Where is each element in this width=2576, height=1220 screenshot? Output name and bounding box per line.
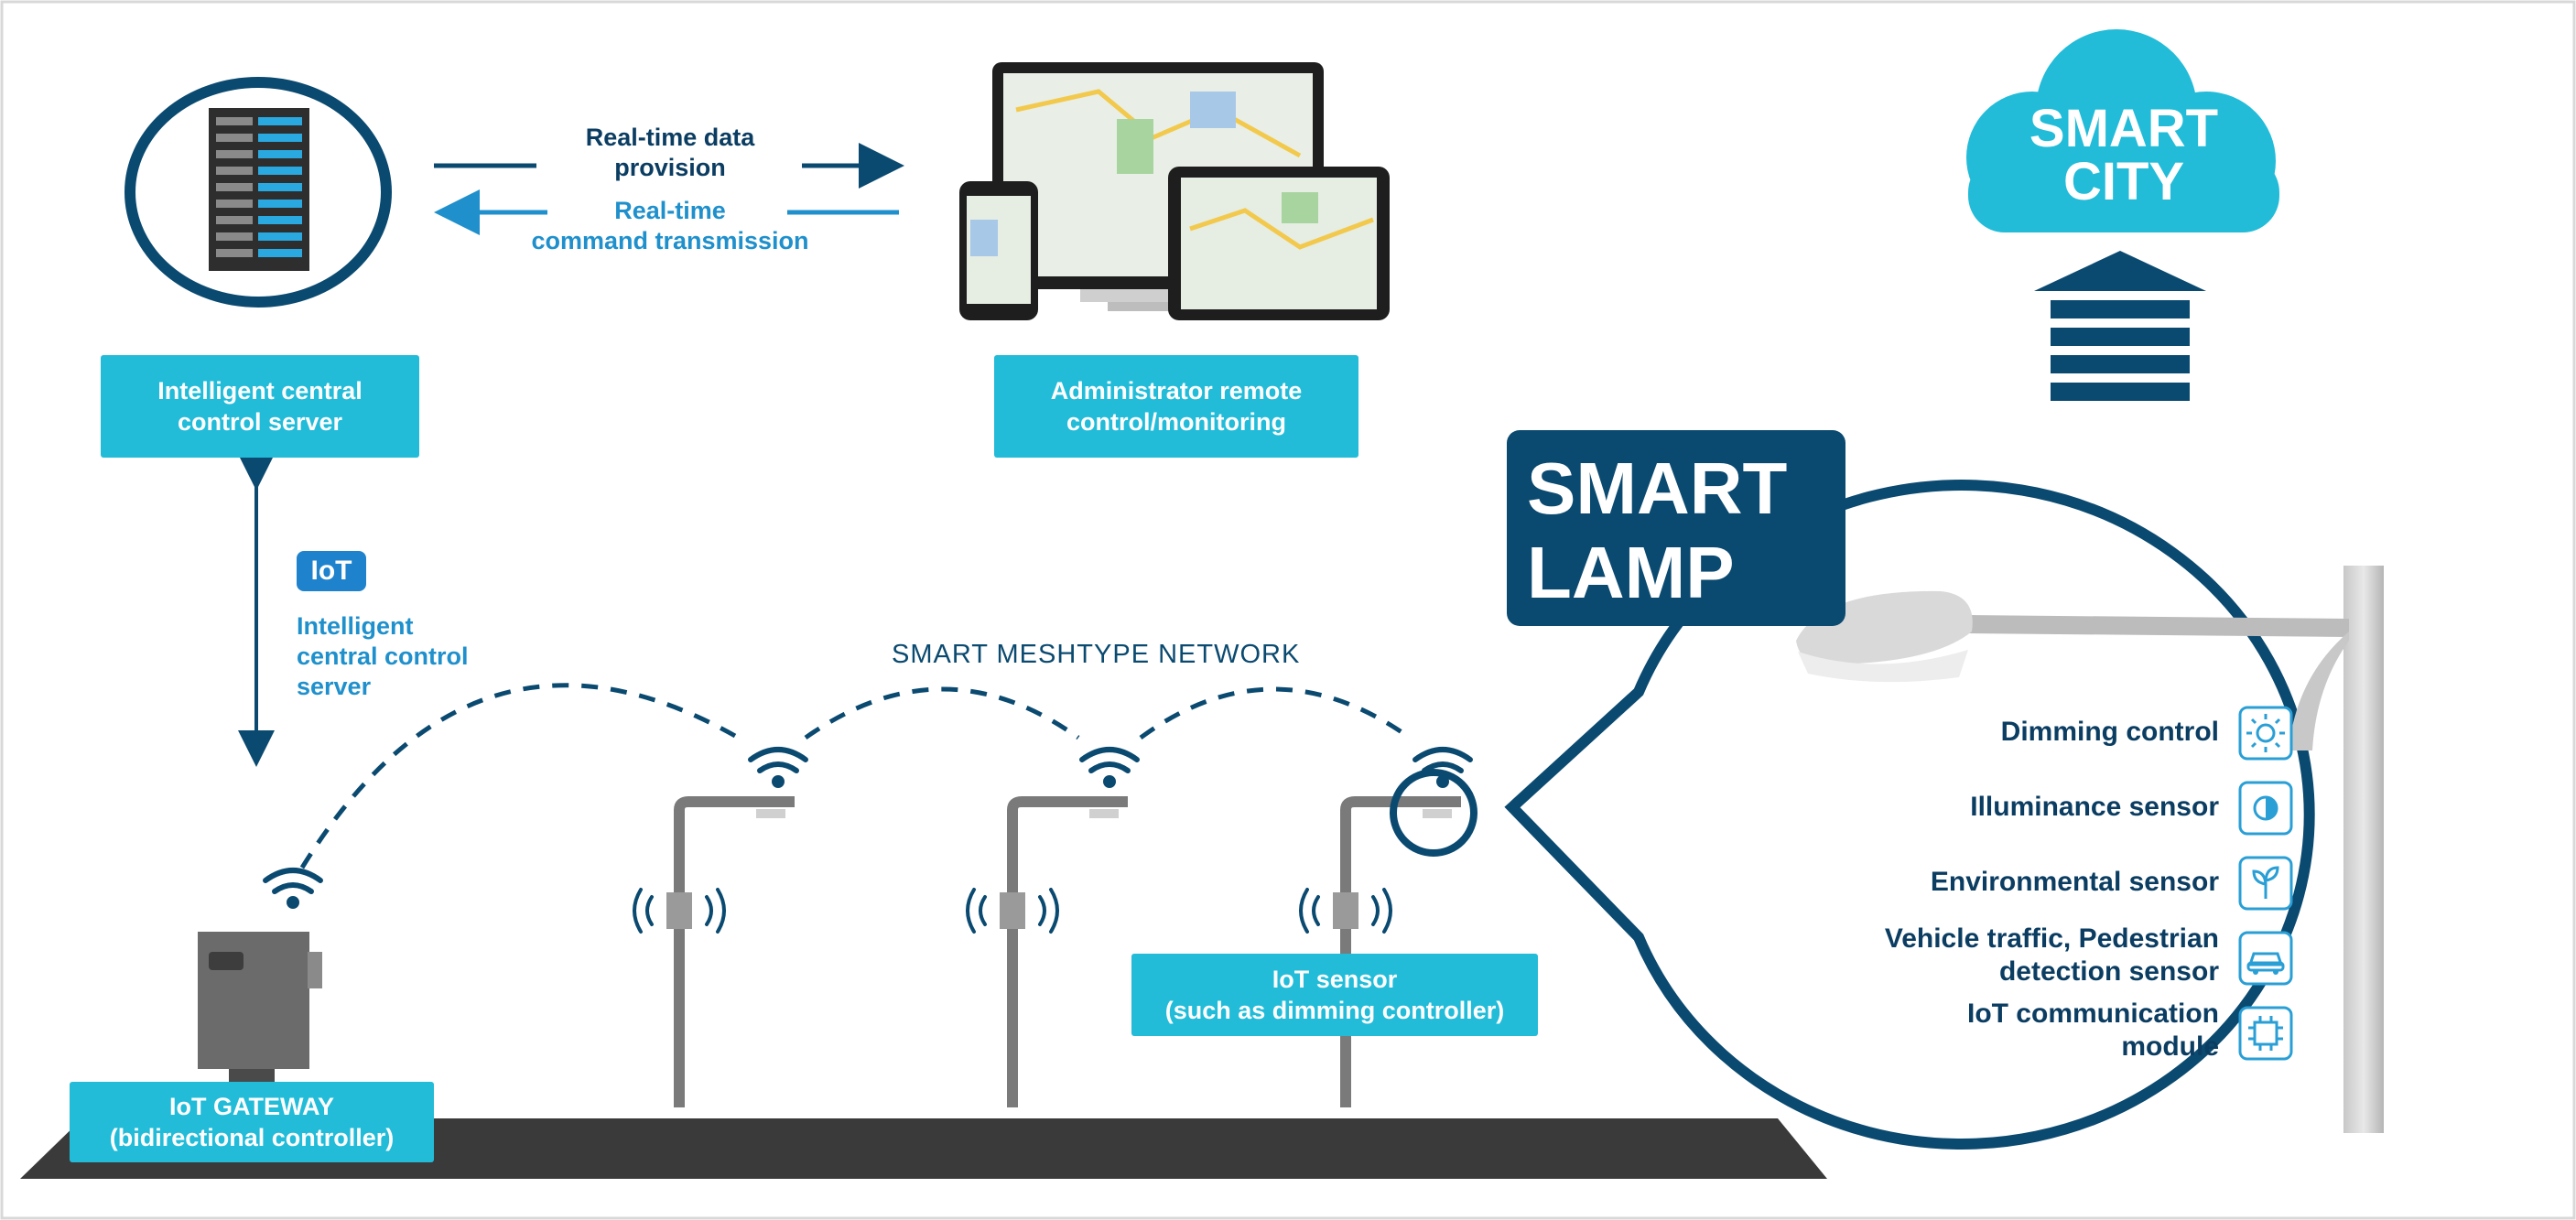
street-lamp-closeup <box>1796 566 2384 1133</box>
admin-monitoring-line1: Administrator remote <box>1050 377 1303 405</box>
smart-city-line1: SMART <box>2029 99 2219 158</box>
iot-side-line3: server <box>297 672 372 700</box>
feature-illuminance-sensor: Illuminance sensor <box>1743 791 2219 824</box>
smart-city-cloud-icon <box>1966 29 2279 232</box>
smart-lamp-panel <box>1507 430 1845 626</box>
iot-badge: IoT <box>297 551 366 591</box>
contrast-icon <box>2238 781 2293 836</box>
wifi-icon-lamp-2 <box>1079 747 1140 788</box>
data-provision-line1: Real-time data <box>585 124 755 151</box>
feature-traffic-detection: Vehicle traffic, Pedestrian detection se… <box>1743 923 2219 988</box>
smart-lamp-line1: SMART <box>1527 448 1788 529</box>
feature-environmental-sensor: Environmental sensor <box>1743 866 2219 899</box>
gateway-cabinet-icon <box>198 932 322 1118</box>
command-transmission-label: Real-time command transmission <box>513 196 828 256</box>
feature-dimming-control: Dimming control <box>1743 716 2219 749</box>
iot-sensor-line1: IoT sensor <box>1272 966 1398 993</box>
signal-waves-lamp-1 <box>633 888 726 934</box>
feature-iot-module-line2: module <box>2121 1031 2219 1062</box>
smart-city-label: SMART CITY <box>1968 103 2279 209</box>
feature-environmental-line1: Environmental sensor <box>1930 867 2219 897</box>
gateway-line1: IoT GATEWAY <box>168 1093 334 1120</box>
data-provision-label: Real-time data provision <box>533 123 807 183</box>
smart-lamp-callout <box>1504 480 2315 1150</box>
wifi-icon-lamp-3 <box>1412 747 1473 788</box>
admin-monitoring-box: Administrator remote control/monitoring <box>994 355 1358 458</box>
command-transmission-line1: Real-time <box>614 197 726 224</box>
upload-arrow-icon <box>2034 251 2206 401</box>
gateway-line2: (bidirectional controller) <box>109 1124 395 1151</box>
streetlight-2 <box>1000 796 1128 1107</box>
iot-badge-text: IoT <box>310 556 352 586</box>
feature-illuminance-line1: Illuminance sensor <box>1970 792 2219 822</box>
iot-sensor-box: IoT sensor (such as dimming controller) <box>1131 954 1538 1036</box>
wifi-icon-lamp-1 <box>748 747 808 788</box>
smart-lamp-line2: LAMP <box>1527 532 1735 613</box>
signal-waves-lamp-2 <box>966 888 1059 934</box>
signal-waves-lamp-3 <box>1299 888 1392 934</box>
feature-dimming-line1: Dimming control <box>2000 717 2219 747</box>
wifi-icon-gateway <box>263 868 323 909</box>
mesh-links <box>299 683 1412 869</box>
data-provision-line2: provision <box>614 153 726 181</box>
feature-iot-module-line1: IoT communication <box>1966 999 2219 1029</box>
chip-icon <box>2238 1006 2293 1061</box>
iot-sensor-line2: (such as dimming controller) <box>1164 997 1505 1024</box>
central-server-line1: Intelligent central <box>157 377 363 405</box>
devices-icon <box>959 62 1390 320</box>
central-server-box: Intelligent central control server <box>101 355 419 458</box>
network-label: SMART MESHTYPE NETWORK <box>892 640 1301 669</box>
feature-traffic-line1: Vehicle traffic, Pedestrian <box>1884 923 2219 954</box>
smart-city-line2: CITY <box>2062 152 2185 211</box>
smart-lamp-label: SMART LAMP <box>1527 447 1838 615</box>
iot-side-line1: Intelligent <box>297 612 414 640</box>
plant-icon <box>2238 856 2293 911</box>
sun-icon <box>2238 706 2293 761</box>
feature-traffic-line2: detection sensor <box>1998 956 2219 987</box>
iot-side-label: Intelligent central control server <box>297 611 535 702</box>
car-icon <box>2238 931 2293 986</box>
sensor-highlight-circle <box>1390 769 1477 857</box>
iot-side-line2: central control <box>297 642 469 670</box>
server-icon <box>124 77 392 308</box>
streetlight-3 <box>1333 769 1477 1107</box>
central-server-line2: control server <box>177 408 343 436</box>
gateway-box: IoT GATEWAY (bidirectional controller) <box>70 1082 434 1162</box>
streetlight-1 <box>666 796 795 1107</box>
command-transmission-line2: command transmission <box>531 226 809 254</box>
admin-monitoring-line2: control/monitoring <box>1066 408 1286 436</box>
feature-iot-module: IoT communication module <box>1743 998 2219 1063</box>
road <box>20 1118 1827 1179</box>
